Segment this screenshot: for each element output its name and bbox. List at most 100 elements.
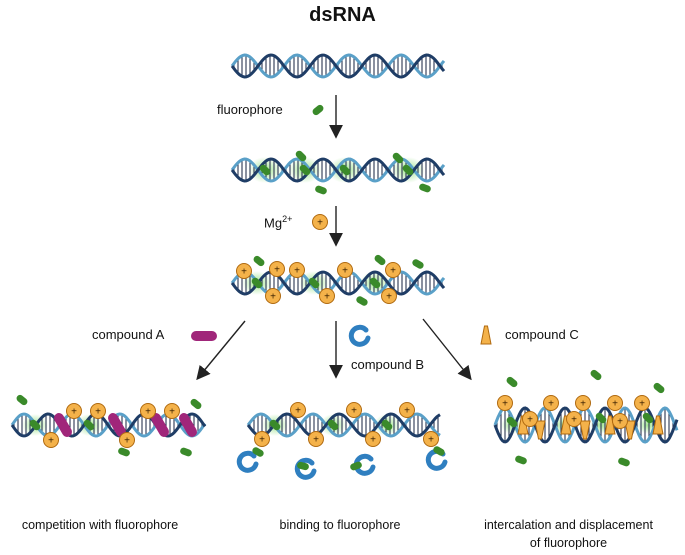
mg-ion-charge: + — [571, 415, 577, 426]
mg-label-base: Mg — [264, 215, 283, 231]
mg-ion-charge: + — [270, 292, 276, 303]
fluorophore-icon — [327, 419, 339, 431]
mg-ion-icon: + — [612, 413, 628, 429]
mg-ion-icon: + — [319, 288, 335, 304]
mg-ion-icon: + — [289, 262, 305, 278]
strand-front — [246, 412, 441, 438]
fluorophore-icon — [297, 461, 309, 471]
arrow-to-intercalation — [422, 318, 472, 381]
fluorophore-icon — [312, 104, 324, 116]
strand-back — [230, 53, 446, 79]
compound-a-label: compound A — [92, 327, 165, 342]
compound-a-icon — [108, 413, 126, 437]
compound-c-icon — [624, 420, 636, 440]
fluorophore-icon — [590, 369, 602, 381]
mg-ion-charge: + — [580, 399, 586, 410]
strand-front — [10, 412, 207, 438]
fluorophore-icon — [259, 164, 271, 176]
mg-ion-icon: + — [119, 432, 135, 448]
fluorophore-icon — [392, 152, 404, 164]
arrow-to-competition — [196, 320, 246, 381]
mg-ion-charge: + — [124, 436, 130, 447]
mg-ion-charge: + — [48, 436, 54, 447]
mg-ion-circle — [543, 395, 559, 411]
mg-ion-icon: + — [381, 288, 397, 304]
mg-ion-icon: + — [634, 395, 650, 411]
mg-ion-circle — [119, 432, 135, 448]
mg-ion-icon: + — [66, 403, 82, 419]
caption-intercalation-line1: intercalation and displacement — [484, 518, 653, 532]
fluorophore-icon — [618, 457, 630, 467]
mg-ion-charge: + — [502, 399, 508, 410]
compound-a-icon — [191, 331, 217, 341]
caption-intercalation-line2: of fluorophore — [529, 536, 608, 550]
mg-ion-icon: + — [566, 411, 582, 427]
compound-b-ring — [236, 450, 259, 473]
mg-ion-charge: + — [313, 435, 319, 446]
fluorophore-icon — [251, 277, 263, 289]
mg-ion-icon: + — [290, 402, 306, 418]
compound-b-ring — [294, 457, 317, 480]
mg-ion-charge: + — [527, 415, 533, 426]
mg-ion-icon: + — [607, 395, 623, 411]
mg-ion-circle — [497, 395, 513, 411]
fluorophore-icon — [269, 419, 281, 431]
caption-intercalation: intercalation and displacement of fluoro… — [452, 516, 685, 552]
fluorophore-icon — [350, 461, 362, 471]
mg-ion-circle — [312, 214, 328, 230]
mg-ion-icon: + — [43, 432, 59, 448]
mg-ion-circle — [607, 395, 623, 411]
mg-ion-circle — [66, 403, 82, 419]
mg-ion-icon: + — [423, 431, 439, 447]
mg-ion-charge: + — [71, 407, 77, 418]
fluorophore-icon — [653, 382, 665, 394]
mg-ion-icon: + — [164, 403, 180, 419]
mg-ion-icon: + — [308, 431, 324, 447]
mg-ion-circle — [575, 395, 591, 411]
mg-ion-icon: + — [522, 411, 538, 427]
mg-ion-icon: + — [269, 261, 285, 277]
mg-ion-charge: + — [428, 435, 434, 446]
compound-b-icon — [348, 324, 371, 347]
fluorophore-icon — [374, 254, 386, 266]
mg-ion-circle — [164, 403, 180, 419]
mg-ion-charge: + — [274, 265, 280, 276]
fluorophore-icon — [412, 259, 424, 269]
mg-ion-charge: + — [145, 407, 151, 418]
mg-label-charge: 2+ — [282, 214, 293, 224]
strand-back — [230, 157, 446, 183]
dsrna-helix-top — [230, 53, 446, 79]
mg-ion-icon: + — [337, 262, 353, 278]
fluorophore-label: fluorophore — [217, 102, 283, 117]
mg-ion-circle — [522, 411, 538, 427]
fluorophore-icon — [381, 419, 393, 431]
fluorophore-icon — [402, 164, 414, 176]
fluorophore-icon — [29, 419, 41, 431]
strand-front — [230, 157, 446, 183]
mg-ion-charge: + — [241, 267, 247, 278]
mg-ion-circle — [265, 288, 281, 304]
fluorophore-icon — [369, 277, 381, 289]
mg-ion-charge: + — [342, 266, 348, 277]
mg-ion-icon: + — [385, 262, 401, 278]
mg-ion-circle — [319, 288, 335, 304]
mg-ion-circle — [308, 431, 324, 447]
mg-ion-icon: + — [312, 214, 328, 230]
mg-ion-circle — [365, 431, 381, 447]
mg-ion-icon: + — [575, 395, 591, 411]
strand-front — [230, 53, 446, 79]
fluorophore-icon — [252, 447, 264, 457]
fluorophore-icon — [339, 164, 351, 176]
mg-ion-circle — [43, 432, 59, 448]
mg-ion-icon: + — [365, 431, 381, 447]
mg-ion-circle — [385, 262, 401, 278]
mg-ion-charge: + — [295, 406, 301, 417]
strand-front — [230, 270, 446, 296]
compound-c-label: compound C — [505, 327, 579, 342]
mg-ion-circle — [290, 402, 306, 418]
compound-a-icon — [151, 413, 169, 437]
mg-ion-circle — [346, 402, 362, 418]
mg-ion-charge: + — [294, 266, 300, 277]
mg-ion-circle — [634, 395, 650, 411]
